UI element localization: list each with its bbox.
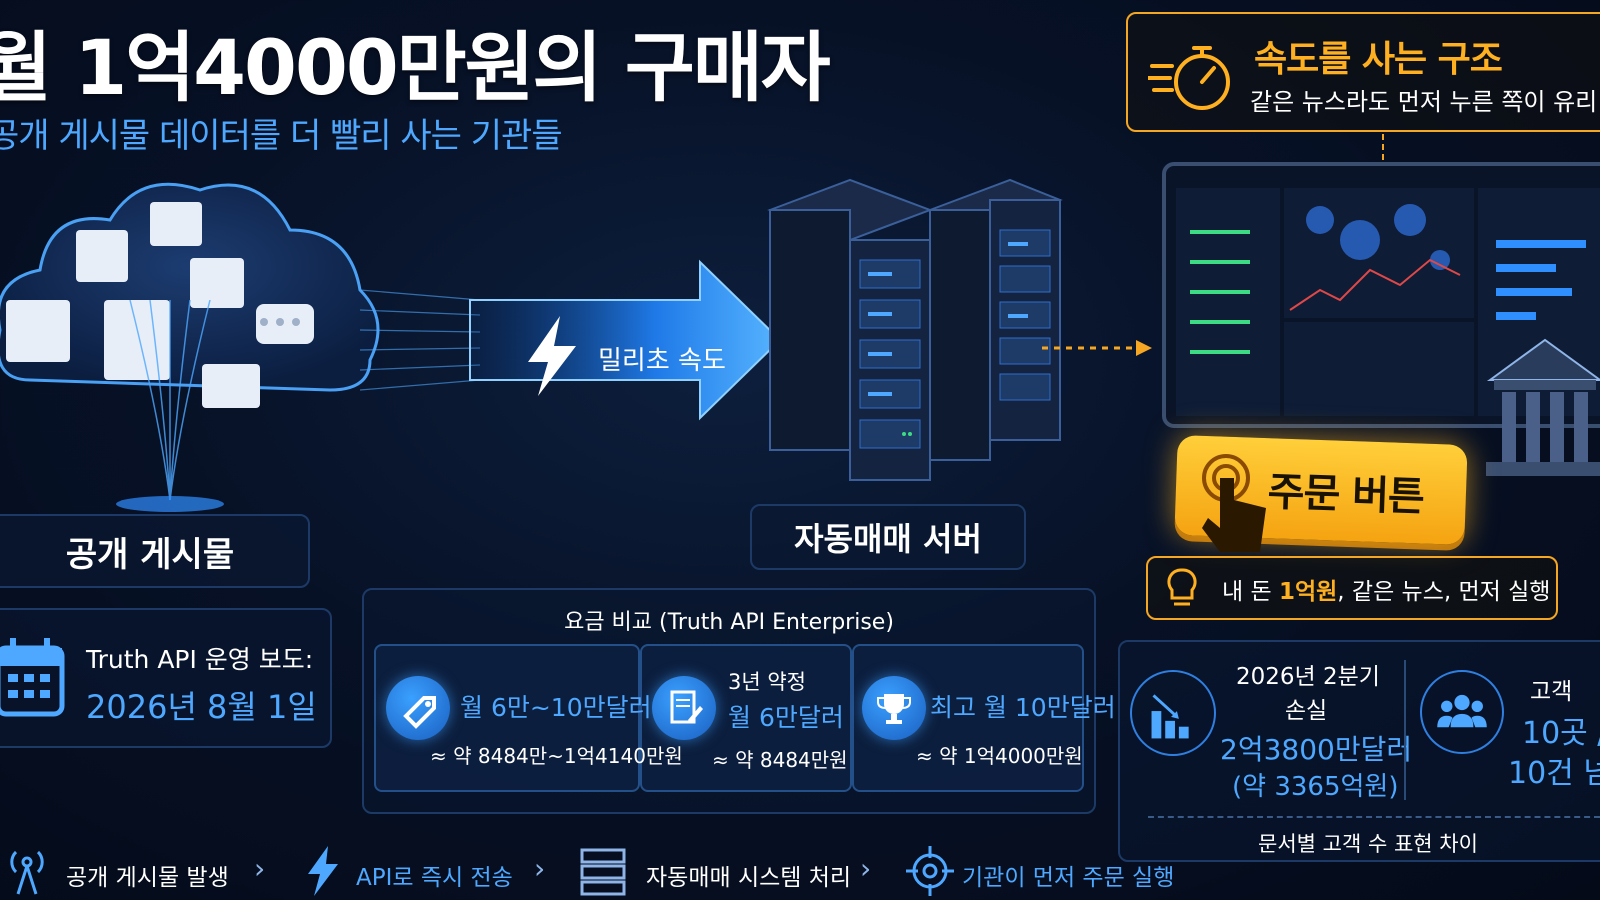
- loss-amount-krw: (약 3365억원): [1232, 772, 1399, 802]
- dotted-arrow-icon: [1042, 340, 1152, 356]
- price-2-top: 3년 약정: [728, 670, 806, 694]
- loss-period-line1: 2026년 2분기: [1236, 664, 1380, 690]
- pricing-title: 요금 비교 (Truth API Enterprise): [564, 610, 894, 635]
- price-card-monthly-range: [374, 644, 640, 792]
- loss-amount: 2억3800만달러: [1220, 733, 1413, 766]
- clients-icon: [1420, 670, 1504, 754]
- tip-suffix: , 같은 뉴스, 먼저 실행: [1337, 579, 1551, 605]
- stats-dashed-divider: [1148, 816, 1600, 818]
- cloud-icon: [0, 182, 380, 408]
- chevron-right-icon: ›: [860, 852, 872, 885]
- broadcast-icon: [10, 850, 44, 895]
- speed-structure-description: 같은 뉴스라도 먼저 누른 쪽이 유리: [1250, 88, 1598, 116]
- price-2-sub: ≈ 약 8484만원: [712, 748, 848, 772]
- lightning-icon: [308, 846, 338, 896]
- bank-icon: [1486, 338, 1600, 476]
- stopwatch-icon: [1148, 46, 1230, 110]
- tip-highlight: 1억원: [1278, 579, 1338, 605]
- lightbulb-icon: [1167, 568, 1197, 606]
- target-icon: [906, 846, 954, 896]
- server-icon: [580, 848, 626, 896]
- order-tip-text: 내 돈 1억원, 같은 뉴스, 먼저 실행: [1222, 572, 1550, 606]
- chevron-right-icon: ›: [254, 852, 266, 885]
- auto-trading-server-label: 자동매매 서버: [750, 504, 1026, 570]
- client-count: 10곳 /: [1522, 716, 1600, 751]
- flow-step-2: API로 즉시 전송: [356, 865, 513, 891]
- stats-divider: [1404, 660, 1406, 800]
- chevron-right-icon: ›: [534, 852, 546, 885]
- millisecond-speed-label: 밀리초 속도: [598, 346, 726, 376]
- speed-structure-title: 속도를 사는 구조: [1254, 39, 1503, 80]
- price-1-sub: ≈ 약 8484만~1억4140만원: [430, 744, 683, 768]
- server-rack-icon: [767, 178, 1063, 481]
- stats-note: 문서별 고객 수 표현 차이: [1258, 832, 1478, 856]
- contract-document-icon: [652, 676, 716, 740]
- speed-structure-panel: [1126, 12, 1600, 132]
- client-cases: 10건 넘음: [1508, 756, 1600, 791]
- data-beam-icon: [116, 300, 224, 512]
- trophy-icon: [862, 676, 926, 740]
- price-2-main: 월 6만달러: [728, 703, 844, 732]
- calendar-icon: [0, 638, 65, 717]
- report-label: Truth API 운영 보도:: [86, 645, 314, 674]
- flow-step-3: 자동매매 시스템 처리: [646, 865, 852, 891]
- price-3-main: 최고 월 10만달러: [930, 693, 1116, 722]
- page-subtitle: 공개 게시물 데이터를 더 빨리 사는 기관들: [0, 116, 563, 156]
- order-tip-panel: [1146, 556, 1558, 620]
- tip-prefix: 내 돈: [1222, 579, 1279, 605]
- lightning-icon: [528, 316, 576, 396]
- price-tag-icon: [386, 676, 450, 740]
- flow-step-1: 공개 게시물 발생: [66, 865, 229, 891]
- pointing-hand-icon: [1202, 454, 1266, 552]
- public-posts-label: 공개 게시물: [0, 514, 310, 588]
- loss-period-line2: 손실: [1284, 698, 1328, 724]
- declining-chart-icon: [1130, 670, 1216, 756]
- report-date: 2026년 8월 1일: [86, 688, 317, 726]
- flow-step-4: 기관이 먼저 주문 실행: [962, 865, 1175, 891]
- price-1-main: 월 6만~10만달러: [460, 693, 652, 722]
- page-title: 월 1억4000만원의 구매자: [0, 23, 831, 112]
- client-label: 고객: [1530, 679, 1573, 705]
- connector-dashed-line: [1382, 134, 1386, 170]
- report-panel: [0, 608, 332, 748]
- order-button-label: 주문 버튼: [1266, 469, 1425, 521]
- price-3-sub: ≈ 약 1억4000만원: [916, 744, 1083, 768]
